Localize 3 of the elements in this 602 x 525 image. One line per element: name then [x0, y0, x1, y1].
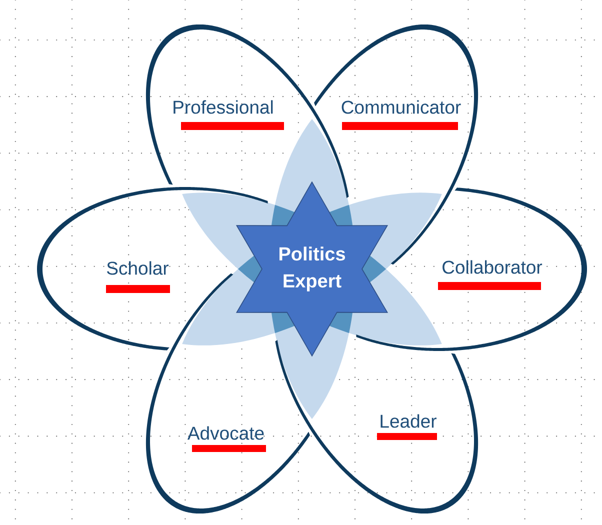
petal-loop: Scholar	[37, 187, 268, 350]
petal-loop: Collaborator	[356, 188, 587, 351]
petal-loop: Leader	[275, 340, 478, 514]
